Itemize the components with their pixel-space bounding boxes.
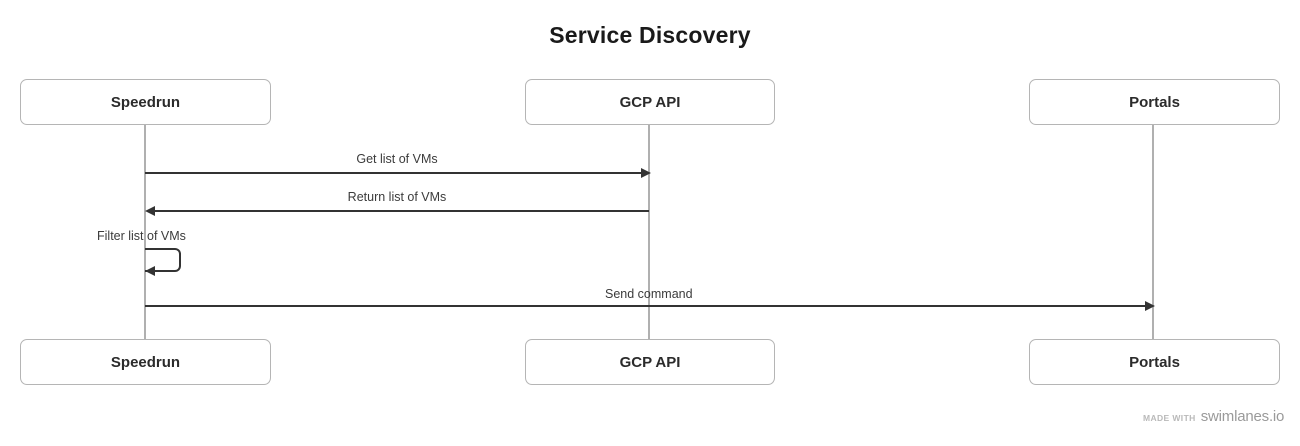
participant-label: GCP API [619, 353, 681, 371]
participant-label: Speedrun [110, 353, 181, 371]
footer-made-with-label: MADE WITH [1143, 413, 1196, 423]
page-title: Service Discovery [549, 22, 751, 48]
footer-brand-label[interactable]: swimlanes.io [1200, 408, 1285, 425]
participant-bottom-portals[interactable]: Portals [1029, 339, 1280, 385]
message-label-send-command: Send command [605, 287, 693, 301]
arrowhead-right-icon [1145, 301, 1155, 311]
participant-bottom-gcp-api[interactable]: GCP API [525, 339, 775, 385]
participant-top-portals[interactable]: Portals [1029, 79, 1280, 125]
message-label-filter-list-of-vms: Filter list of VMs [97, 229, 186, 243]
participant-label: Speedrun [110, 93, 181, 111]
lifeline-gcp-api [648, 125, 650, 339]
participant-top-speedrun[interactable]: Speedrun [20, 79, 271, 125]
lifeline-portals [1152, 125, 1154, 339]
arrowhead-left-icon [145, 266, 155, 276]
self-message-loop-filter-list-of-vms [145, 248, 181, 272]
arrowhead-left-icon [145, 206, 155, 216]
lifeline-speedrun [144, 125, 146, 339]
message-line-return-list-of-vms [155, 210, 649, 212]
participant-top-gcp-api[interactable]: GCP API [525, 79, 775, 125]
participant-label: GCP API [619, 93, 681, 111]
arrowhead-right-icon [641, 168, 651, 178]
participant-label: Portals [1129, 353, 1180, 371]
message-label-get-list-of-vms: Get list of VMs [356, 152, 438, 166]
footer-credit[interactable]: MADE WITH swimlanes.io [1143, 408, 1284, 425]
message-line-send-command [145, 305, 1146, 307]
participant-label: Portals [1129, 93, 1180, 111]
participant-bottom-speedrun[interactable]: Speedrun [20, 339, 271, 385]
message-label-return-list-of-vms: Return list of VMs [347, 190, 447, 204]
message-line-get-list-of-vms [145, 172, 642, 174]
